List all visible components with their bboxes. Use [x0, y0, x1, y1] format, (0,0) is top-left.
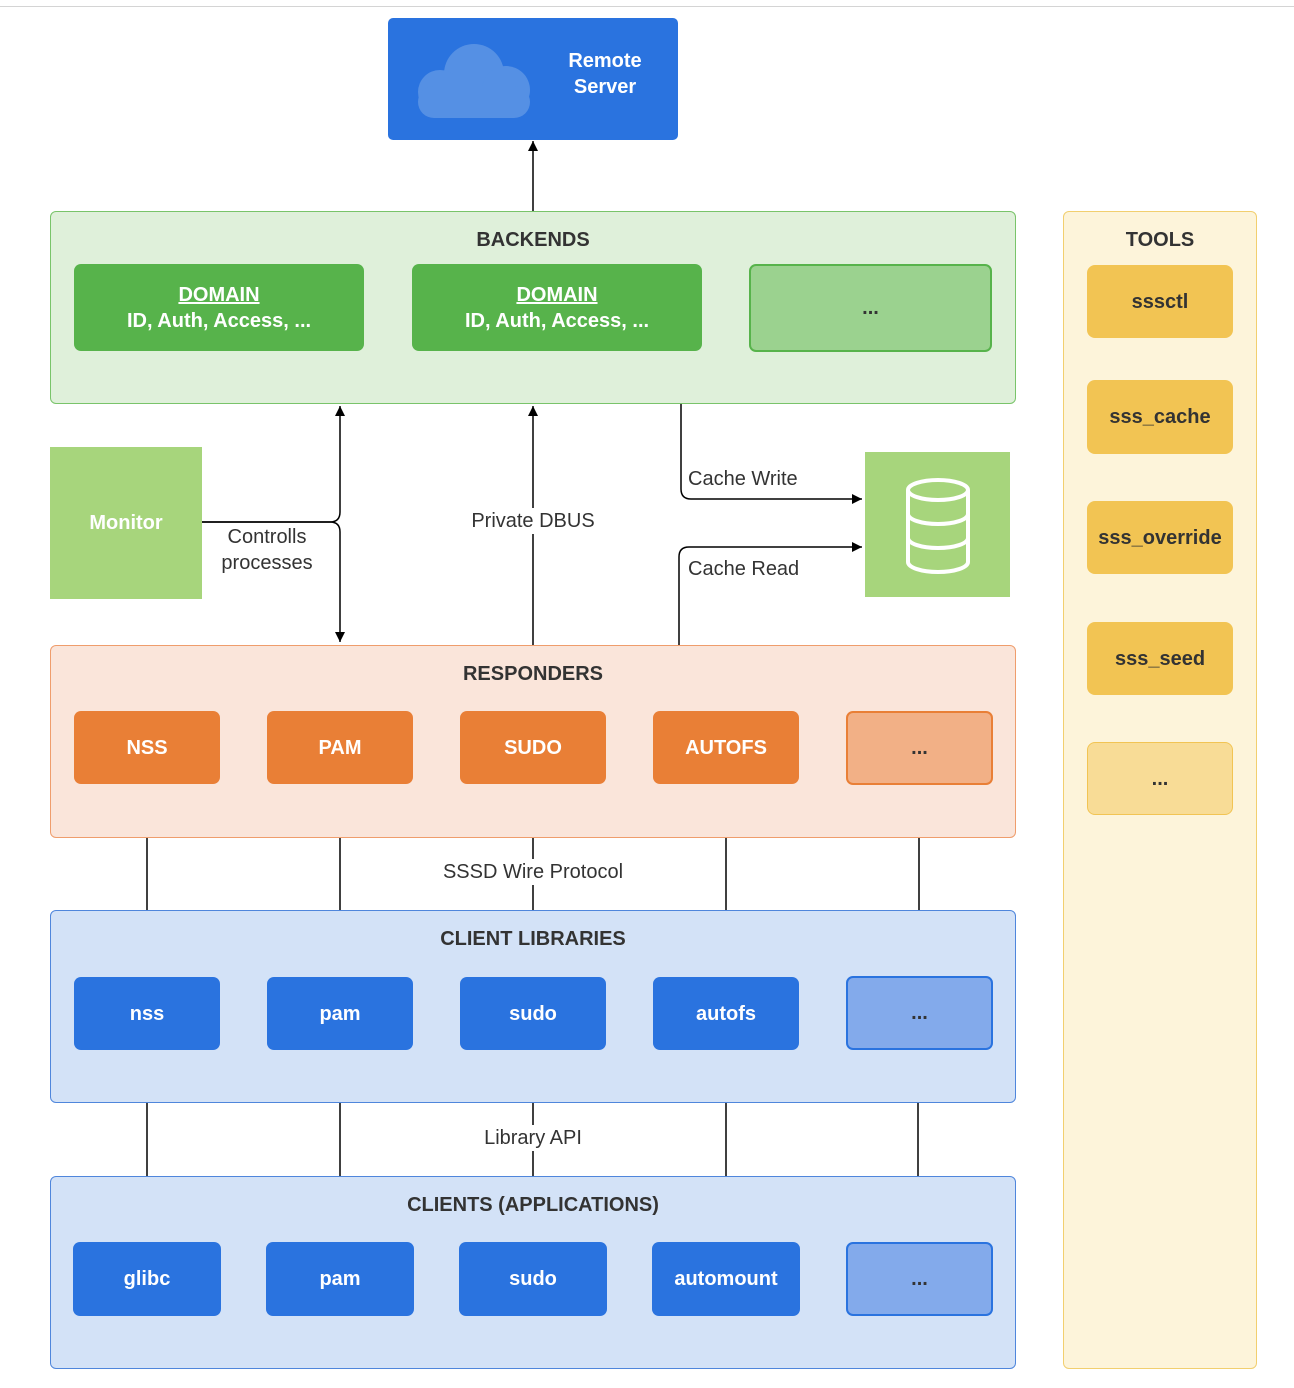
tool-sssctl: sssctl	[1087, 265, 1233, 338]
controls-label-line2: processes	[221, 552, 313, 574]
tool-more: ...	[1087, 742, 1233, 815]
cache-read-arrow	[678, 542, 862, 645]
domain-2-title: DOMAIN	[516, 283, 598, 306]
client-more: ...	[846, 1242, 993, 1316]
remote-server-node: Remote Server	[388, 18, 678, 140]
library-sudo: sudo	[460, 977, 606, 1050]
backend-domain-2: DOMAIN ID, Auth, Access, ...	[412, 264, 702, 351]
remote-server-label-line1: Remote	[568, 50, 642, 72]
monitor-node: Monitor	[50, 447, 202, 599]
tool-sss-cache: sss_cache	[1087, 380, 1233, 454]
database-icon	[906, 478, 970, 574]
responder-pam: PAM	[267, 711, 413, 784]
top-divider	[0, 6, 1294, 7]
library-more: ...	[846, 976, 993, 1050]
tools-group: TOOLS sssctl sss_cache sss_override sss_…	[1063, 211, 1257, 1369]
library-autofs: autofs	[653, 977, 799, 1050]
domain-1-title: DOMAIN	[178, 283, 260, 306]
remote-server-label-line2: Server	[573, 76, 637, 98]
clients-group: CLIENTS (APPLICATIONS) glibc pam sudo au…	[50, 1176, 1016, 1369]
client-libraries-group: CLIENT LIBRARIES nss pam sudo autofs ...	[50, 910, 1016, 1103]
responders-group: RESPONDERS NSS PAM SUDO AUTOFS ...	[50, 645, 1016, 838]
library-nss: nss	[74, 977, 220, 1050]
cloud-icon	[418, 44, 530, 118]
client-automount: automount	[652, 1242, 800, 1316]
responder-autofs: AUTOFS	[653, 711, 799, 784]
tools-title: TOOLS	[1125, 229, 1195, 251]
domain-2-subtitle: ID, Auth, Access, ...	[464, 309, 650, 332]
responders-title: RESPONDERS	[462, 663, 604, 685]
domain-1-subtitle: ID, Auth, Access, ...	[126, 309, 312, 332]
client-libraries-title: CLIENT LIBRARIES	[440, 928, 626, 950]
client-sudo: sudo	[459, 1242, 607, 1316]
monitor-to-responders-arrow	[202, 521, 345, 642]
library-pam: pam	[267, 977, 413, 1050]
remote-server-label: Remote Server	[550, 48, 660, 100]
responder-nss: NSS	[74, 711, 220, 784]
wire-protocol-label: SSSD Wire Protocol	[428, 859, 638, 885]
controls-processes-label: Controlls processes	[212, 524, 322, 576]
monitor-to-backends-arrow	[202, 406, 345, 523]
backend-more: ...	[749, 264, 992, 352]
private-dbus-label: Private DBUS	[458, 508, 608, 534]
client-glibc: glibc	[73, 1242, 221, 1316]
library-api-label: Library API	[472, 1125, 594, 1151]
cache-write-label: Cache Write	[688, 468, 798, 490]
clients-title: CLIENTS (APPLICATIONS)	[407, 1194, 659, 1216]
tool-sss-seed: sss_seed	[1087, 622, 1233, 695]
backends-group: BACKENDS DOMAIN ID, Auth, Access, ... DO…	[50, 211, 1016, 404]
backend-domain-1: DOMAIN ID, Auth, Access, ...	[74, 264, 364, 351]
controls-label-line1: Controlls	[227, 526, 307, 548]
cache-database-node	[865, 452, 1010, 597]
tool-sss-override: sss_override	[1087, 501, 1233, 574]
backends-title: BACKENDS	[476, 229, 590, 251]
responder-more: ...	[846, 711, 993, 785]
responder-sudo: SUDO	[460, 711, 606, 784]
client-pam: pam	[266, 1242, 414, 1316]
cache-read-label: Cache Read	[688, 558, 800, 580]
cache-write-arrow	[680, 404, 862, 504]
